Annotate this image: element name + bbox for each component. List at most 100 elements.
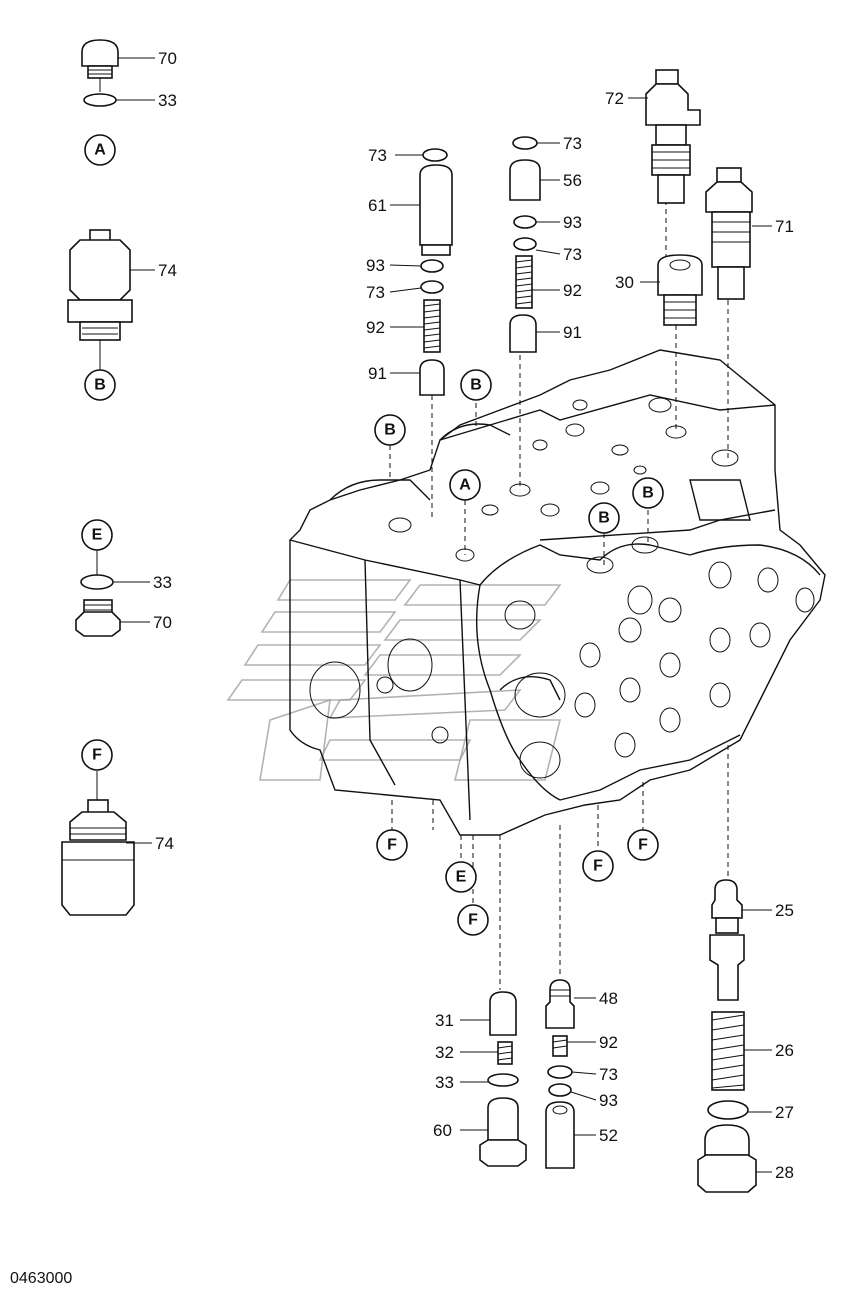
- sleeve-52: [545, 1101, 575, 1169]
- connector-e-left: E: [81, 519, 113, 551]
- svg-text:E: E: [92, 527, 103, 544]
- o-ring-73-a: [422, 148, 448, 162]
- control-valve-body: [289, 349, 826, 836]
- callout-73-d: 73: [563, 245, 582, 264]
- callout-26: 26: [775, 1041, 794, 1060]
- connector-b-left: B: [84, 369, 116, 401]
- relief-valve-74-bottom: [61, 799, 135, 916]
- connector-f-1: F: [376, 829, 408, 861]
- svg-text:F: F: [468, 912, 478, 929]
- plug-70-mid: [75, 599, 121, 637]
- callout-91-a: 91: [368, 364, 387, 383]
- callout-74-bottom: 74: [155, 834, 174, 853]
- callout-25: 25: [775, 901, 794, 920]
- connector-b-1: B: [460, 369, 492, 401]
- callout-73-e: 73: [599, 1065, 618, 1084]
- connector-b-3: B: [632, 477, 664, 509]
- ring-93-c: [548, 1083, 572, 1097]
- spring-32: [497, 1041, 513, 1065]
- connector-f-left: F: [81, 739, 113, 771]
- o-ring-73-d: [513, 237, 537, 251]
- o-ring-73-b: [420, 280, 444, 294]
- assembly-leader-lines: [389, 200, 729, 990]
- spring-92-c: [552, 1035, 568, 1057]
- o-ring-27: [707, 1100, 749, 1120]
- o-ring-33-bottom: [487, 1073, 519, 1087]
- connector-a-body: A: [449, 469, 481, 501]
- connector-f-2: F: [457, 904, 489, 936]
- svg-text:F: F: [593, 858, 603, 875]
- callout-33-top: 33: [158, 91, 177, 110]
- callout-leaders: [96, 57, 772, 1173]
- piston-48: [545, 979, 575, 1029]
- callout-28: 28: [775, 1163, 794, 1182]
- callout-92-a: 92: [366, 318, 385, 337]
- svg-text:F: F: [638, 837, 648, 854]
- connector-a-top: A: [84, 134, 116, 166]
- callout-61: 61: [368, 196, 387, 215]
- o-ring-33-mid: [80, 574, 114, 590]
- callout-70-top: 70: [158, 49, 177, 68]
- o-ring-73-e: [547, 1065, 573, 1079]
- callout-73-b: 73: [366, 283, 385, 302]
- callout-30: 30: [615, 273, 634, 292]
- spring-92-b: [515, 255, 533, 309]
- callout-92-c: 92: [599, 1033, 618, 1052]
- svg-text:F: F: [92, 747, 102, 764]
- relief-valve-71: [705, 167, 753, 300]
- spring-26: [711, 1011, 745, 1091]
- connector-b-2: B: [374, 414, 406, 446]
- ring-93-b: [513, 215, 537, 229]
- svg-text:B: B: [94, 377, 106, 394]
- callout-70-mid: 70: [153, 613, 172, 632]
- callout-33-mid: 33: [153, 573, 172, 592]
- plug-30: [657, 254, 703, 326]
- plug-28: [697, 1124, 757, 1193]
- svg-text:A: A: [94, 142, 106, 159]
- connector-e-bottom: E: [445, 861, 477, 893]
- callout-72: 72: [605, 89, 624, 108]
- callout-52: 52: [599, 1126, 618, 1145]
- callout-numbers: 70 33 74 33 70 74 73 61 93 73 92 91 73 5…: [153, 49, 794, 1182]
- callout-74-top: 74: [158, 261, 177, 280]
- callout-27: 27: [775, 1103, 794, 1122]
- svg-text:B: B: [598, 510, 610, 527]
- spool-25: [709, 879, 745, 1001]
- svg-text:B: B: [470, 377, 482, 394]
- callout-93-a: 93: [366, 256, 385, 275]
- plug-70-top: [81, 39, 119, 79]
- callout-93-b: 93: [563, 213, 582, 232]
- connector-markers: A B B B B B B A E E F F F F F F: [81, 134, 664, 936]
- connector-b-4: B: [588, 502, 620, 534]
- callout-32: 32: [435, 1043, 454, 1062]
- callout-91-b: 91: [563, 323, 582, 342]
- connector-f-4: F: [627, 829, 659, 861]
- svg-text:B: B: [384, 422, 396, 439]
- relief-valve-72: [645, 69, 701, 204]
- callout-56: 56: [563, 171, 582, 190]
- o-ring-33-top: [83, 93, 117, 107]
- plug-60: [479, 1097, 527, 1167]
- sleeve-61: [419, 164, 453, 256]
- svg-text:F: F: [387, 837, 397, 854]
- callout-60: 60: [433, 1121, 452, 1140]
- ring-93-a: [420, 259, 444, 273]
- connector-f-3: F: [582, 850, 614, 882]
- check-valve-91-b: [509, 314, 537, 353]
- watermark-logo: [226, 579, 562, 781]
- svg-text:B: B: [642, 485, 654, 502]
- svg-text:E: E: [456, 869, 467, 886]
- callout-31: 31: [435, 1011, 454, 1030]
- callout-33-bottom: 33: [435, 1073, 454, 1092]
- callout-71: 71: [775, 217, 794, 236]
- svg-text:A: A: [459, 477, 471, 494]
- callout-93-c: 93: [599, 1091, 618, 1110]
- check-valve-91-a: [419, 359, 445, 396]
- o-ring-73-c: [512, 136, 538, 150]
- callout-73-c: 73: [563, 134, 582, 153]
- spring-92-a: [423, 299, 441, 353]
- callout-48: 48: [599, 989, 618, 1008]
- sleeve-56: [509, 159, 541, 201]
